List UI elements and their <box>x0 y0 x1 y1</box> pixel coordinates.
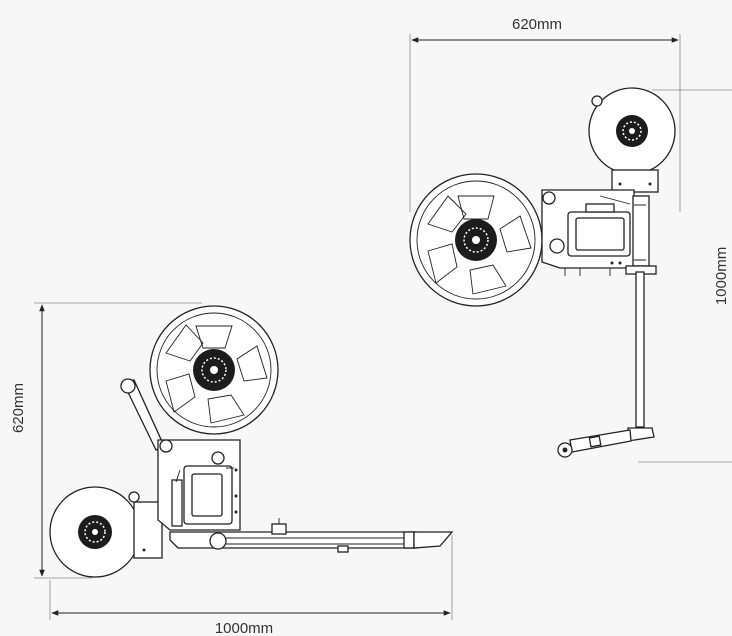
horizontal-beam <box>169 518 454 553</box>
roll-support <box>611 169 659 193</box>
horizontal-applicator-view: 620mm 1000mm <box>10 302 454 636</box>
bottom-width-label: 1000mm <box>215 620 273 636</box>
label-supply-reel <box>409 173 543 307</box>
label-supply-reel <box>149 305 279 435</box>
main-housing <box>157 439 241 531</box>
left-height-label: 620mm <box>10 383 27 433</box>
rewind-roll <box>49 486 141 578</box>
applicator-arm <box>557 427 655 458</box>
rewind-roll <box>588 87 676 175</box>
vertical-applicator-view: 620mm 1000mm <box>409 16 732 463</box>
vertical-pole <box>635 271 645 428</box>
main-housing <box>541 189 657 276</box>
top-width-label: 620mm <box>512 16 562 33</box>
lower-bracket <box>133 501 163 559</box>
top-height-label: 1000mm <box>713 247 730 305</box>
